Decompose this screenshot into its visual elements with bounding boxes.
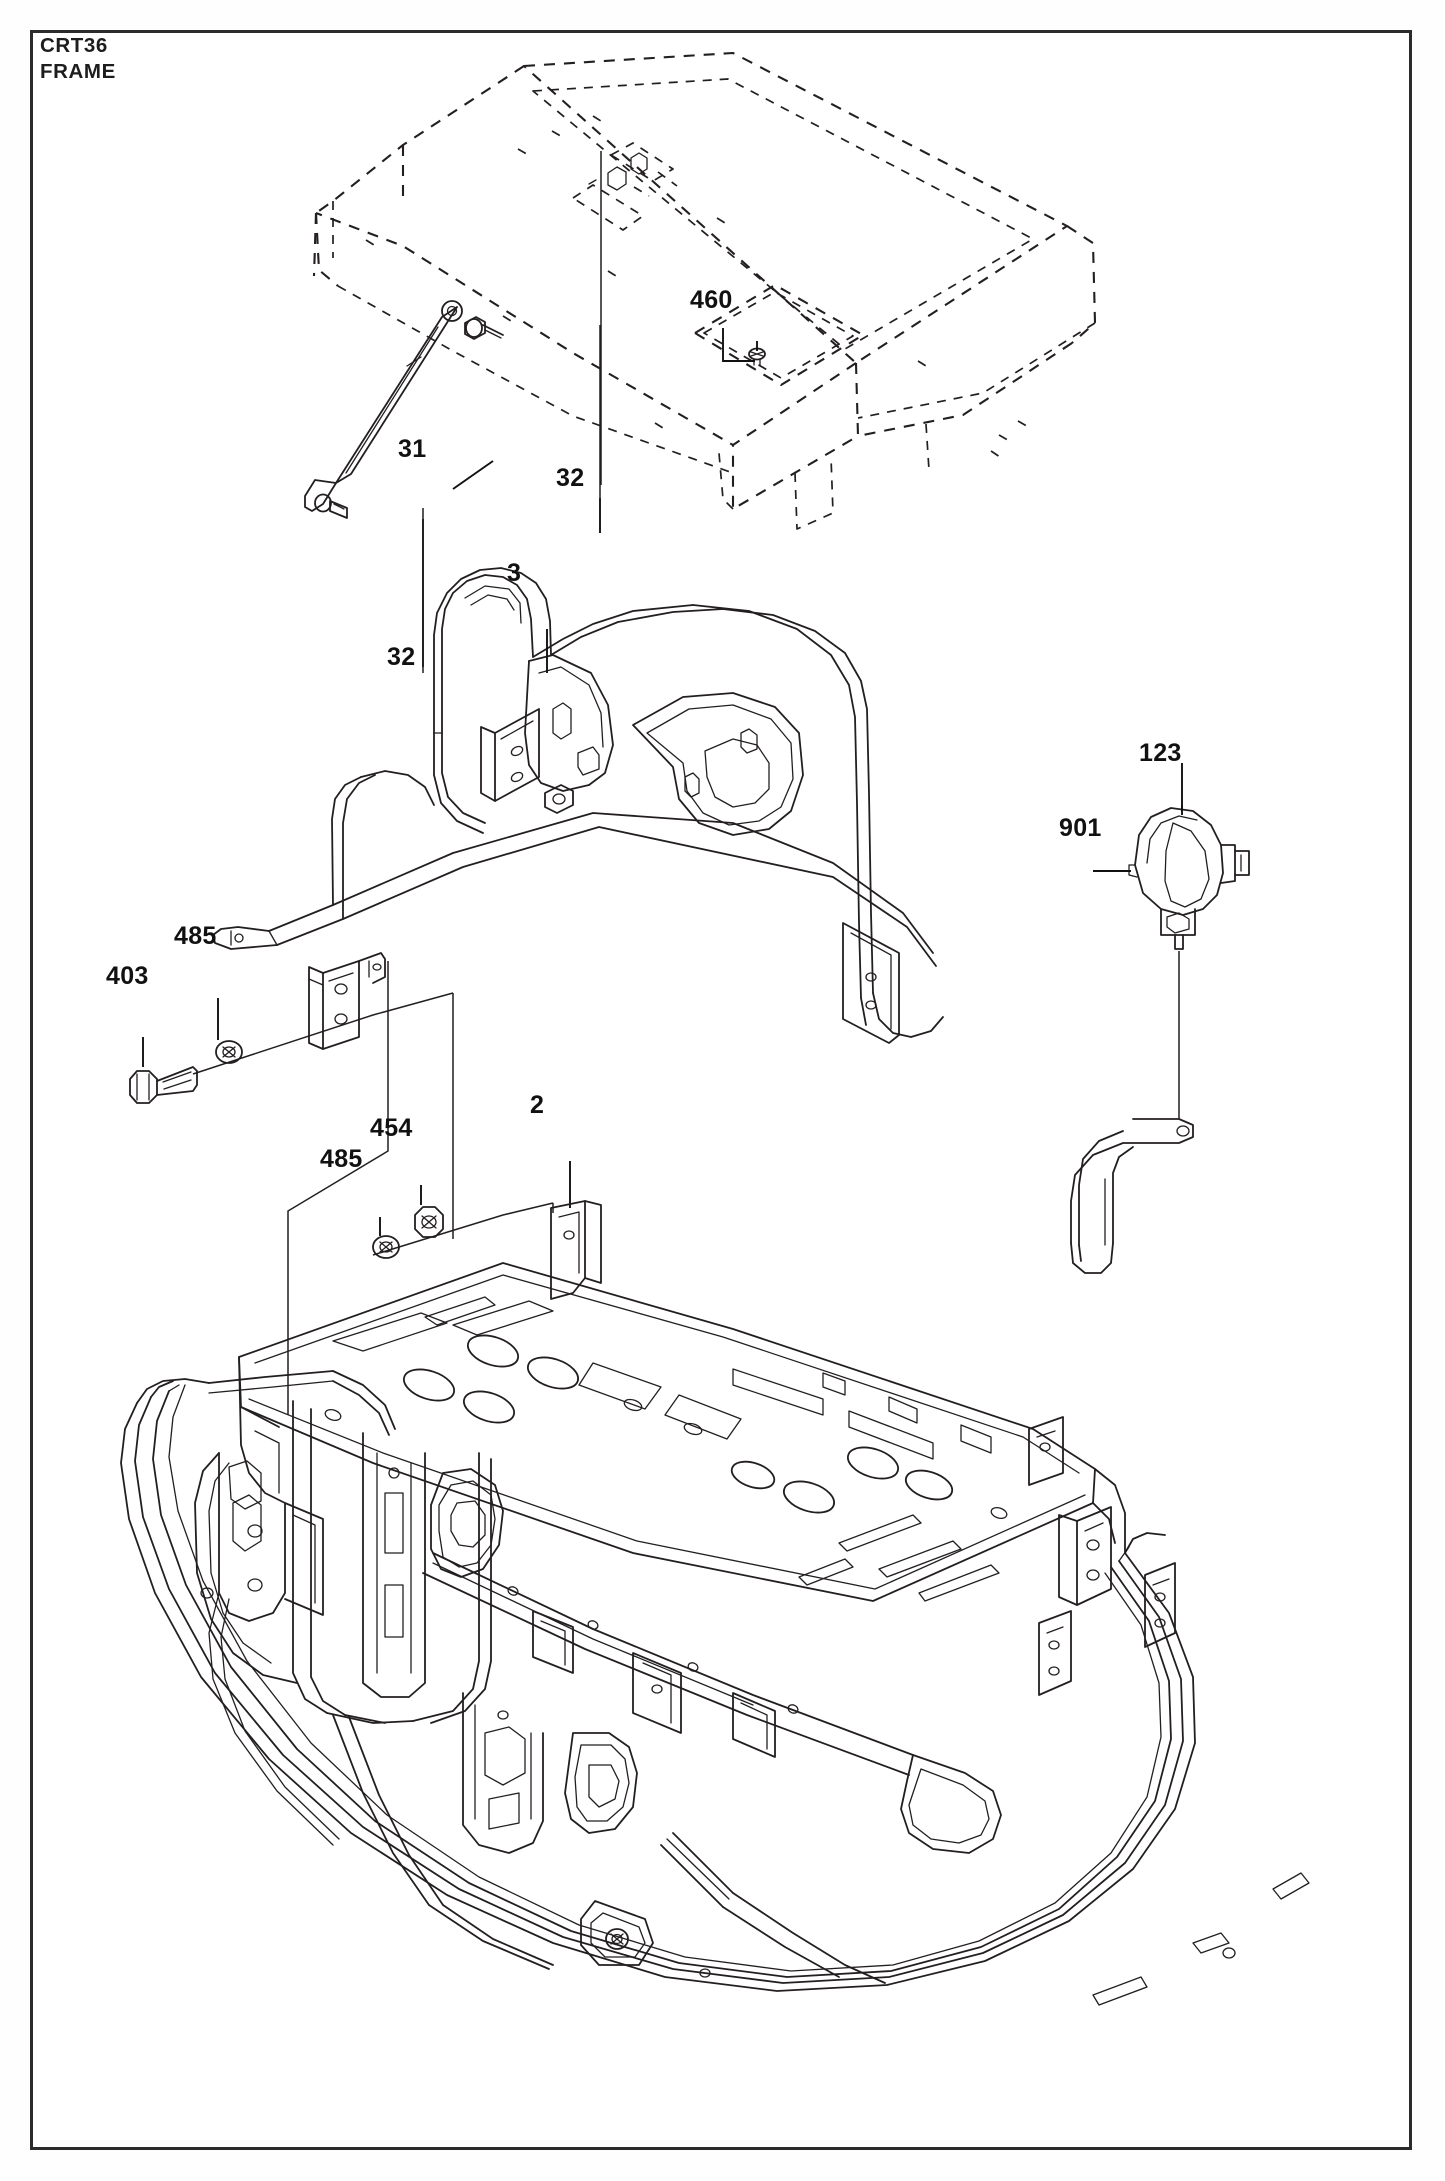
lock-nut-454: [414, 1206, 444, 1238]
chassis-mid-panel: [362, 1432, 426, 1698]
callout-31[interactable]: 31: [398, 435, 427, 463]
callout-123[interactable]: 123: [1139, 739, 1182, 767]
callout-454[interactable]: 454: [370, 1114, 413, 1142]
chassis-right-bracket-c: [1038, 1610, 1072, 1696]
title-block: CRT36 FRAME: [40, 33, 116, 85]
callout-460[interactable]: 460: [690, 286, 733, 314]
main-chassis-frame: [120, 1161, 1310, 2006]
chassis-right-bracket-a: [1058, 1506, 1112, 1606]
chassis-lower-contours: [564, 1732, 638, 1834]
rops-shaped-panel: [632, 692, 804, 836]
callout-32-lower[interactable]: 32: [387, 643, 416, 671]
chassis-right-subframe: [900, 1754, 1002, 1854]
callout-485-upper[interactable]: 485: [174, 922, 217, 950]
callout-403[interactable]: 403: [106, 962, 149, 990]
ball-stud-lower: [314, 493, 348, 519]
callout-32-upper[interactable]: 32: [556, 464, 585, 492]
gas-strut-assembly: [304, 300, 601, 673]
rops-bar-assembly: [212, 567, 944, 1044]
rops-rear-plate: [842, 922, 900, 1044]
sheet-border: [30, 30, 1412, 2150]
chassis-center-bracket: [430, 1468, 504, 1578]
model-title: CRT36: [40, 34, 108, 57]
chassis-right-bracket-b: [1144, 1562, 1176, 1648]
chassis-rear-bracket: [1028, 1416, 1064, 1486]
work-light-assembly: [1070, 763, 1250, 1274]
chassis-center-gussets: [532, 1610, 776, 1758]
section-title: FRAME: [40, 60, 116, 84]
hex-bolt-403: [129, 1066, 198, 1104]
chassis-left-tower: [218, 1356, 324, 1622]
rops-mount-plate-left: [494, 708, 540, 802]
fastener-group-lower: [372, 1185, 554, 1259]
callout-2[interactable]: 2: [530, 1091, 545, 1119]
light-mount-arm: [1070, 1118, 1194, 1274]
rops-bracket-left: [308, 952, 386, 1050]
exploded-diagram-artwork: .ln { fill:none; stroke:#231f20; stroke-…: [120, 51, 1310, 2006]
flat-washer-485-upper: [215, 1040, 243, 1064]
callout-3[interactable]: 3: [507, 559, 522, 587]
flat-washer-485-lower: [372, 1235, 400, 1259]
callout-485-lower[interactable]: 485: [320, 1145, 363, 1173]
chassis-left-shaped-plate: [194, 1452, 298, 1684]
chassis-bottom-pad: [580, 1900, 654, 1966]
ball-stud-upper: [464, 316, 504, 340]
fastener-group-upper: [129, 952, 454, 1415]
hood-assembly-phantom: [312, 51, 1097, 530]
chassis-lower-left-plate: [462, 1692, 544, 1854]
callout-901[interactable]: 901: [1059, 814, 1102, 842]
